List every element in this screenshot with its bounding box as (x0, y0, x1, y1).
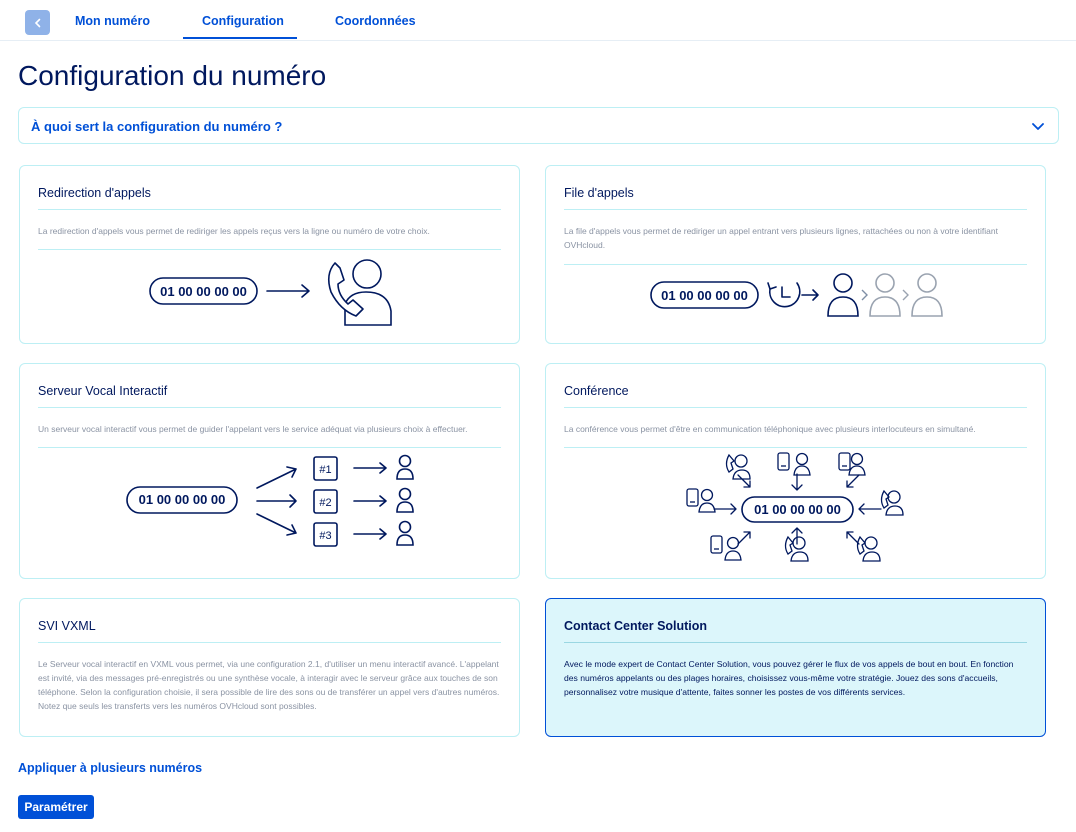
card-contact-center-solution[interactable]: Contact Center Solution Avec le mode exp… (545, 598, 1046, 737)
card-conference[interactable]: Conférence La conférence vous permet d'ê… (545, 363, 1046, 579)
chevron-down-icon (1030, 118, 1046, 134)
card-file-appels[interactable]: File d'appels La file d'appels vous perm… (545, 165, 1046, 344)
card-description: La file d'appels vous permet de redirige… (564, 226, 998, 250)
menu-option-label: #1 (319, 464, 331, 476)
person-icon (869, 273, 901, 317)
menu-key (313, 489, 338, 514)
info-accordion[interactable]: À quoi sert la configuration du numéro ? (18, 107, 1059, 144)
card-description: Avec le mode expert de Contact Center So… (564, 659, 1014, 697)
card-description: Un serveur vocal interactif vous permet … (38, 424, 468, 434)
person-on-phone-icon (856, 535, 881, 562)
divider (564, 642, 1027, 643)
apply-multiple-numbers-link[interactable]: Appliquer à plusieurs numéros (18, 761, 203, 775)
divider (38, 209, 501, 210)
person-on-phone-icon (880, 489, 904, 516)
mobile-phone-person-icon (777, 452, 811, 476)
divider (564, 264, 1027, 265)
divider (38, 447, 501, 448)
menu-key (313, 522, 338, 547)
tab-bar: Mon numéro Configuration Coordonnées (0, 0, 1076, 41)
divider (564, 209, 1027, 210)
divider (38, 642, 501, 643)
card-title: File d'appels (564, 186, 634, 200)
person-on-phone-icon (327, 259, 392, 326)
back-button[interactable] (25, 10, 50, 35)
person-on-phone-icon (784, 535, 809, 562)
phone-number-label: 01 00 00 00 00 (661, 288, 748, 303)
person-icon (396, 520, 414, 546)
card-serveur-vocal-interactif[interactable]: Serveur Vocal Interactif Un serveur voca… (19, 363, 520, 579)
person-icon (396, 454, 414, 480)
menu-key (313, 456, 338, 481)
tab-configuration[interactable]: Configuration (202, 14, 284, 28)
card-title: Redirection d'appels (38, 186, 151, 200)
card-svi-vxml[interactable]: SVI VXML Le Serveur vocal interactif en … (19, 598, 520, 737)
page-title: Configuration du numéro (18, 60, 327, 91)
card-redirection-appels[interactable]: Redirection d'appels La redirection d'ap… (19, 165, 520, 344)
call-forwarding-illustration: 01 00 00 00 00 (149, 259, 392, 326)
card-title: Conférence (564, 384, 629, 398)
phone-number-label: 01 00 00 00 00 (160, 284, 247, 299)
card-title: Serveur Vocal Interactif (38, 384, 168, 398)
chevron-left-icon (33, 15, 43, 31)
active-tab-indicator (183, 37, 297, 39)
divider (38, 407, 501, 408)
tab-coordonnees[interactable]: Coordonnées (335, 14, 416, 28)
divider (564, 447, 1027, 448)
phone-number-label: 01 00 00 00 00 (139, 492, 226, 507)
card-title: SVI VXML (38, 619, 96, 633)
card-title: Contact Center Solution (564, 619, 708, 633)
menu-option-label: #2 (319, 497, 331, 509)
menu-option-label: #3 (319, 530, 331, 542)
person-icon (827, 273, 859, 317)
parametrer-button[interactable]: Paramétrer (18, 795, 94, 819)
card-description: Le Serveur vocal interactif en VXML vous… (38, 659, 500, 711)
card-description: La redirection d'appels vous permet de r… (38, 226, 430, 236)
conference-illustration: 01 00 00 00 00 (686, 452, 904, 562)
accordion-label: À quoi sert la configuration du numéro ? (31, 119, 283, 134)
divider (564, 407, 1027, 408)
clock-icon (767, 282, 801, 308)
tab-mon-numero[interactable]: Mon numéro (75, 14, 150, 28)
mobile-phone-person-icon (686, 488, 716, 513)
person-icon (396, 487, 414, 513)
phone-number-label: 01 00 00 00 00 (754, 502, 841, 517)
call-queue-illustration: 01 00 00 00 00 (650, 273, 943, 317)
person-icon (911, 273, 943, 317)
ivr-illustration: 01 00 00 00 00 #1 #2 #3 (126, 454, 414, 547)
divider (38, 249, 501, 250)
mobile-phone-person-icon (838, 452, 866, 476)
person-on-phone-icon (725, 453, 751, 480)
mobile-phone-person-icon (710, 535, 742, 561)
card-description: La conférence vous permet d'être en comm… (564, 424, 976, 434)
